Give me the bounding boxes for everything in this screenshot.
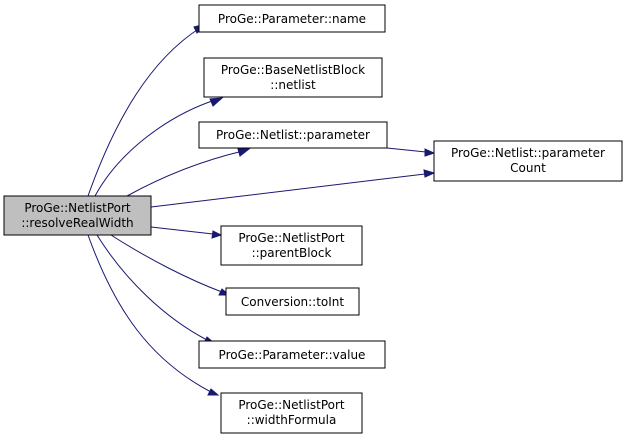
node-width-formula-line-1: ProGe::NetlistPort <box>238 398 345 412</box>
node-netlist-parameter-count[interactable]: ProGe::Netlist::parameter Count <box>433 140 623 182</box>
node-netlist-parameter-count-line-1: ProGe::Netlist::parameter <box>451 146 605 160</box>
arrow-netlist-parameter <box>237 148 251 157</box>
edge-root-to-conversion <box>110 234 223 293</box>
node-param-value-label: ProGe::Parameter::value <box>219 348 366 362</box>
node-width-formula[interactable]: ProGe::NetlistPort ::widthFormula <box>220 392 363 434</box>
edge-root-to-width-formula <box>87 234 212 393</box>
node-param-name[interactable]: ProGe::Parameter::name <box>198 4 386 33</box>
node-param-name-label: ProGe::Parameter::name <box>218 12 366 26</box>
node-param-value[interactable]: ProGe::Parameter::value <box>198 340 386 369</box>
arrow-width-formula <box>207 388 220 396</box>
node-netlist-parameter-box[interactable] <box>198 121 388 149</box>
node-width-formula-line-2: ::widthFormula <box>247 413 337 427</box>
edge-root-to-param-value <box>96 234 208 341</box>
node-conversion-toint-box[interactable] <box>225 287 360 316</box>
node-root-line-1: ProGe::NetlistPort <box>24 201 131 215</box>
node-base-netlist-box[interactable] <box>203 57 383 98</box>
node-base-netlist-line-2: ::netlist <box>270 78 316 92</box>
arrow-base-netlist <box>209 97 224 107</box>
node-root-box[interactable] <box>3 195 152 236</box>
node-param-name-box[interactable] <box>198 4 386 33</box>
node-parent-block-line-1: ProGe::NetlistPort <box>238 231 345 245</box>
node-netlist-parameter[interactable]: ProGe::Netlist::parameter <box>198 121 388 149</box>
node-netlist-parameter-count-line-2: Count <box>510 161 546 175</box>
edge-root-to-count <box>150 173 426 208</box>
edge-root-to-param-name <box>87 27 201 197</box>
edge-root-to-netlist-parameter <box>126 150 244 197</box>
node-width-formula-box[interactable] <box>220 392 363 434</box>
node-base-netlist-line-1: ProGe::BaseNetlistBlock <box>221 63 365 77</box>
edge-root-to-parent-block <box>150 226 214 235</box>
arrow-count-from-parameter <box>424 148 436 157</box>
node-conversion-toint[interactable]: Conversion::toInt <box>225 287 360 316</box>
node-parent-block-line-2: ::parentBlock <box>252 246 332 260</box>
arrow-parent-block <box>211 230 223 239</box>
node-netlist-parameter-label: ProGe::Netlist::parameter <box>216 128 370 142</box>
node-parent-block-box[interactable] <box>220 225 363 266</box>
arrow-count-from-root <box>423 169 436 178</box>
node-root-line-2: ::resolveRealWidth <box>21 216 133 230</box>
node-base-netlist[interactable]: ProGe::BaseNetlistBlock ::netlist <box>203 57 383 98</box>
node-root[interactable]: ProGe::NetlistPort ::resolveRealWidth <box>3 195 152 236</box>
node-param-value-box[interactable] <box>198 340 386 369</box>
edge-netlist-parameter-to-count <box>386 147 427 153</box>
node-conversion-toint-label: Conversion::toInt <box>241 295 345 309</box>
node-netlist-parameter-count-box[interactable] <box>433 140 623 182</box>
edge-root-to-base-netlist <box>94 99 216 197</box>
node-parent-block[interactable]: ProGe::NetlistPort ::parentBlock <box>220 225 363 266</box>
